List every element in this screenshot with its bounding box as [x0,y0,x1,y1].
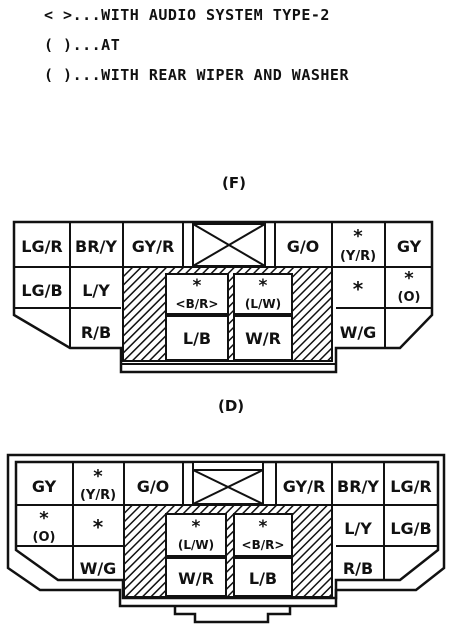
connector-f-title: (F) [222,174,246,192]
d-cell-l-y: L/Y [344,519,372,538]
f-cell-br-y: BR/Y [75,237,117,256]
connector-d-title: (D) [218,397,244,415]
d-cell-gy-r: GY/R [283,477,326,496]
f-cell-lg-b: LG/B [21,281,62,300]
legend-line-1: < >...WITH AUDIO SYSTEM TYPE-2 [44,6,330,24]
d-cell-b-r: <B/R> [242,538,285,552]
f-star-lw: * [259,276,268,296]
f-cell-star: * [353,277,364,301]
d-cell-w-g: W/G [80,559,117,578]
connector-d-hatched-area [123,504,333,598]
d-cell-o: (O) [33,530,56,545]
d-cell-star: * [93,515,104,539]
f-cell-g-o: G/O [287,237,320,256]
f-star-yr: * [353,226,363,247]
d-cell-r-b: R/B [343,559,373,578]
d-cell-l-b: L/B [249,569,277,588]
d-cell-lg-b: LG/B [390,519,431,538]
f-cell-lg-r: LG/R [21,237,63,256]
f-cell-l-b: L/B [183,329,211,348]
legend-line-3: ( )...WITH REAR WIPER AND WASHER [44,66,349,84]
f-cell-o: (O) [398,290,421,305]
d-star-br: * [259,517,268,537]
d-cell-br-y: BR/Y [337,477,379,496]
f-star-o: * [404,268,414,289]
d-cell-gy: GY [32,477,57,496]
f-cell-w-g: W/G [340,323,377,342]
connector-f: (F) LG/R BR/Y GY/R LG/B L/Y R/B [12,174,434,374]
d-cell-g-o: G/O [137,477,170,496]
d-cell-l-w: (L/W) [178,538,214,552]
f-cell-b-r: <B/R> [176,297,219,311]
f-cell-r-b: R/B [81,323,111,342]
f-star-br: * [193,276,202,296]
d-cell-w-r: W/R [178,569,214,588]
d-star-o: * [39,508,49,529]
f-cell-w-r: W/R [245,329,281,348]
f-cell-gy-r: GY/R [132,237,175,256]
d-cell-y-r: (Y/R) [80,488,116,503]
f-cell-l-w: (L/W) [245,297,281,311]
d-star-yr: * [93,466,103,487]
d-cell-lg-r: LG/R [390,477,432,496]
f-cell-gy: GY [397,237,422,256]
f-cell-l-y: L/Y [82,281,110,300]
d-star-lw: * [192,517,201,537]
f-cell-y-r: (Y/R) [340,249,376,264]
connector-d-key [192,461,264,505]
legend-line-2: ( )...AT [44,36,121,54]
connector-d: (D) GY * (Y/R) G/O [6,397,446,624]
